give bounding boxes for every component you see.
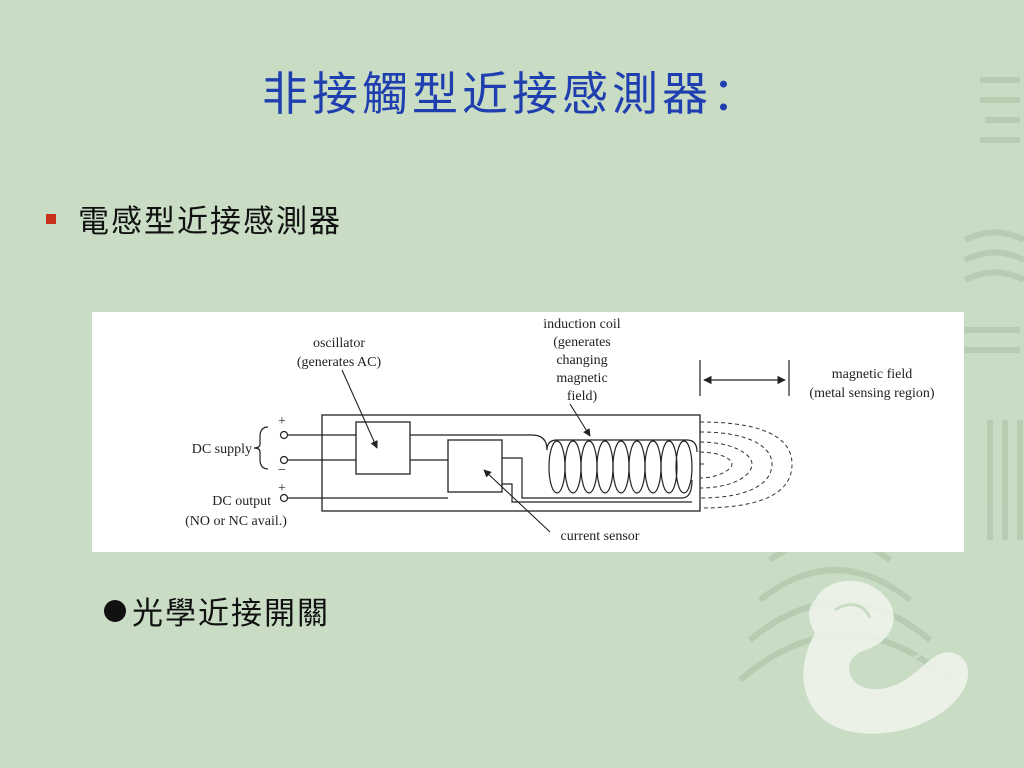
slide-title: 非接觸型近接感測器： bbox=[262, 67, 762, 121]
oscillator-box bbox=[355, 421, 411, 475]
oscillator-label: oscillator bbox=[313, 336, 365, 351]
magnetic-field-sub-label: (metal sensing region) bbox=[809, 386, 935, 401]
induction-coil bbox=[548, 440, 693, 494]
induction-coil-label-2: (generates bbox=[553, 335, 611, 350]
inductive-sensor-diagram: oscillator (generates AC) induction coil… bbox=[92, 312, 964, 552]
current-sensor-pointer bbox=[483, 469, 551, 533]
magnetic-field-lines bbox=[699, 421, 793, 509]
plus-sign-supply: + bbox=[278, 414, 286, 429]
current-sensor-box bbox=[447, 439, 503, 493]
coil-pointer bbox=[569, 403, 591, 437]
dc-output-label: DC output bbox=[212, 494, 271, 509]
induction-coil-label-3: changing bbox=[556, 353, 607, 368]
bullet-item-optical-switch: 光學近接開關 bbox=[104, 588, 330, 633]
dc-output-sub-label: (NO or NC avail.) bbox=[185, 514, 287, 529]
induction-coil-label: induction coil bbox=[543, 317, 620, 332]
plus-sign-output: + bbox=[278, 481, 286, 496]
round-bullet-icon bbox=[104, 599, 126, 622]
diagram-svg: oscillator (generates AC) induction coil… bbox=[185, 317, 935, 544]
oscillator-pointer bbox=[341, 369, 378, 449]
bullet-text: 電感型近接感測器 bbox=[78, 204, 342, 240]
terminals bbox=[279, 430, 289, 503]
induction-coil-label-5: field) bbox=[567, 389, 598, 404]
bullet-text: 光學近接開關 bbox=[132, 596, 330, 632]
induction-coil-label-4: magnetic bbox=[556, 371, 607, 386]
bullet-item-inductive-sensor: 電感型近接感測器 bbox=[46, 196, 342, 241]
magnetic-field-label: magnetic field bbox=[832, 367, 912, 382]
dc-supply-brace bbox=[253, 426, 269, 470]
minus-sign-supply: − bbox=[278, 463, 286, 478]
sensor-body bbox=[321, 414, 701, 512]
current-sensor-label: current sensor bbox=[561, 529, 640, 544]
square-bullet-icon bbox=[46, 213, 56, 224]
dc-supply-label: DC supply bbox=[192, 442, 252, 457]
oscillator-sub-label: (generates AC) bbox=[297, 355, 382, 370]
